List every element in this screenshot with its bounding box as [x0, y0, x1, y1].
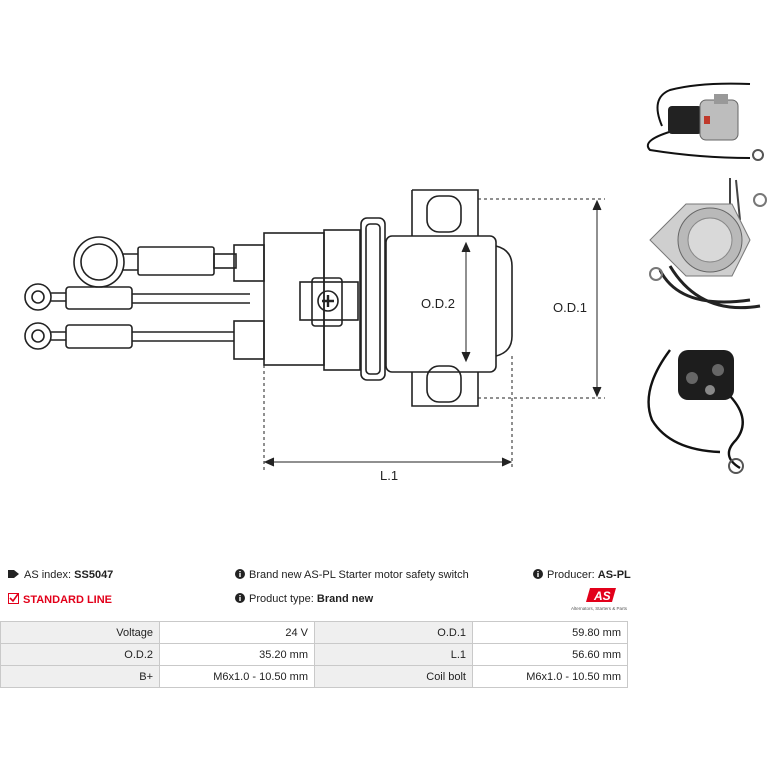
- spec-label: Voltage: [0, 621, 160, 644]
- standard-line-label: STANDARD LINE: [23, 594, 113, 606]
- product-type-value: Brand new: [316, 593, 374, 605]
- spec-value: 24 V: [159, 621, 315, 644]
- spec-value: M6x1.0 - 10.50 mm: [472, 665, 628, 688]
- product-photo-front: [649, 178, 767, 310]
- specs-table: Voltage 24 V O.D.1 59.80 mm O.D.2 35.20 …: [0, 621, 628, 688]
- table-row: Voltage 24 V O.D.1 59.80 mm: [0, 621, 628, 644]
- spec-value: 59.80 mm: [472, 621, 628, 644]
- as-index-label: AS index:: [24, 569, 72, 581]
- product-photo-side: [646, 82, 764, 161]
- product-type-row: Product type: Brand new: [235, 593, 373, 605]
- od2-label: O.D.2: [421, 296, 455, 311]
- od1-label: O.D.1: [553, 300, 587, 315]
- spec-label: Coil bolt: [314, 665, 473, 688]
- producer-label: Producer:: [547, 569, 595, 581]
- logo-tagline: Alternators, Starters & Parts: [571, 606, 628, 611]
- l1-label: L.1: [380, 468, 398, 483]
- description: Brand new AS-PL Starter motor safety swi…: [249, 569, 469, 581]
- producer-value: AS-PL: [597, 569, 631, 581]
- spec-label: L.1: [314, 643, 473, 666]
- spec-value: 56.60 mm: [472, 643, 628, 666]
- as-pl-logo: AS Alternators, Starters & Parts: [571, 588, 628, 611]
- info-icon: [235, 569, 245, 579]
- technical-drawing: O.D.2 O.D.1 L.1: [24, 189, 605, 483]
- standard-line-row: STANDARD LINE: [8, 593, 112, 606]
- producer-row: Producer: AS-PL: [533, 569, 631, 581]
- tag-icon: [8, 570, 19, 578]
- info-icon: [235, 593, 245, 603]
- as-index-value: SS5047: [74, 569, 114, 581]
- table-row: B+ M6x1.0 - 10.50 mm Coil bolt M6x1.0 - …: [0, 665, 628, 688]
- spec-value: 35.20 mm: [159, 643, 315, 666]
- product-photo-angle: [647, 349, 744, 474]
- info-icon: [533, 569, 543, 579]
- as-index-row: AS index: SS5047: [8, 569, 113, 581]
- checkbox-icon: [8, 593, 19, 604]
- spec-label: O.D.1: [314, 621, 473, 644]
- logo-text: AS: [593, 589, 611, 603]
- product-type-label: Product type:: [249, 593, 314, 605]
- table-row: O.D.2 35.20 mm L.1 56.60 mm: [0, 643, 628, 666]
- spec-label: B+: [0, 665, 160, 688]
- spec-label: O.D.2: [0, 643, 160, 666]
- spec-value: M6x1.0 - 10.50 mm: [159, 665, 315, 688]
- description-row: Brand new AS-PL Starter motor safety swi…: [235, 569, 469, 581]
